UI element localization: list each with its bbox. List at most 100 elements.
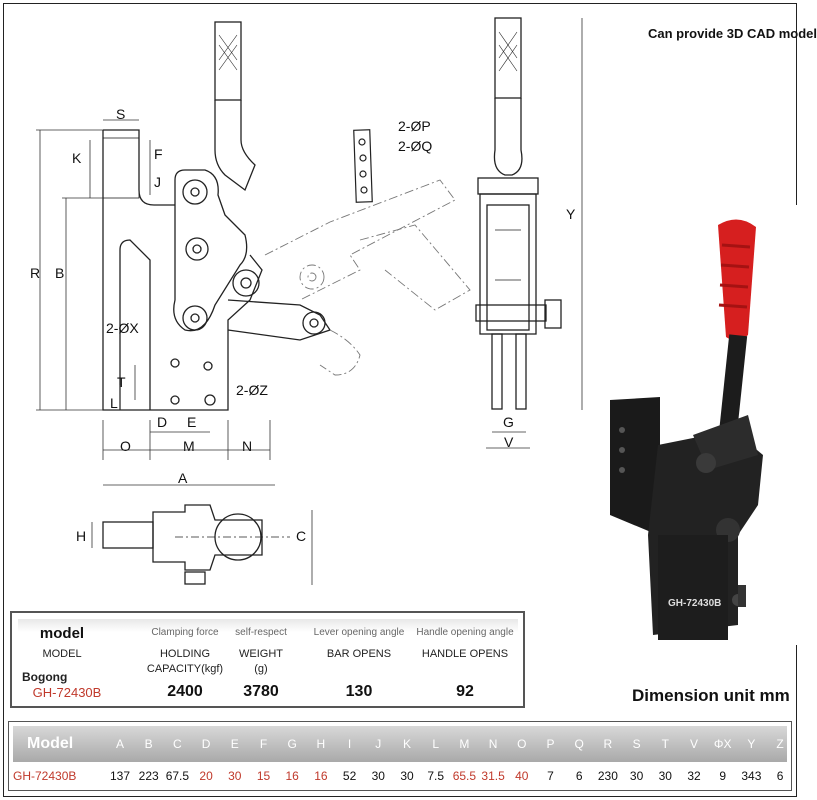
spec-bar-value: 130 — [345, 683, 373, 700]
dim-col-value: 30 — [400, 769, 414, 783]
cad-model-note: Can provide 3D CAD model — [648, 26, 817, 41]
dim-label-d: D — [157, 414, 168, 430]
dim-col-value: 52 — [342, 769, 357, 783]
dim-label-x: 2-ØX — [106, 320, 139, 336]
dim-col-value: 7.5 — [427, 769, 445, 783]
dim-col-value: 31.5 — [481, 769, 505, 783]
dim-col-value: 15 — [256, 769, 271, 783]
spec-weight-header-2: (g) — [254, 663, 268, 675]
spec-bar-title: Lever opening angle — [313, 627, 405, 638]
dim-col-value: 16 — [314, 769, 328, 783]
dim-col-value: 6 — [575, 769, 583, 783]
dimensions-model-header: Model — [27, 735, 74, 752]
dim-col-header: L — [432, 737, 440, 751]
dim-col-value: 32 — [687, 769, 701, 783]
dim-col-value: 9 — [719, 769, 727, 783]
dim-col-value: 30 — [228, 769, 242, 783]
spec-weight-header-1: WEIGHT — [239, 648, 283, 660]
dimensions-table: Model GH-72430B A B C D E F G H I J K L M N O P Q R S T V ΦX Y… — [8, 721, 792, 791]
dim-label-j: J — [154, 174, 161, 190]
dim-label-b: B — [55, 265, 65, 281]
dim-col-header: E — [230, 737, 239, 751]
dim-label-o: O — [120, 438, 131, 454]
dim-col-value: 7 — [547, 769, 554, 783]
dim-col-header: T — [661, 737, 669, 751]
dim-col-header: C — [173, 737, 182, 751]
dim-label-h: H — [76, 528, 87, 544]
dim-col-value: 230 — [597, 769, 618, 783]
dim-col-header: D — [201, 737, 211, 751]
dim-col-value: 343 — [741, 769, 762, 783]
dim-label-n: N — [242, 438, 253, 454]
technical-drawing — [36, 17, 583, 585]
dimensions-model-value: GH-72430B — [13, 769, 77, 783]
dim-col-header: G — [287, 737, 297, 751]
dim-label-g: G — [503, 414, 514, 430]
dim-col-header: I — [347, 737, 352, 751]
spec-bar-header: BAR OPENS — [326, 648, 392, 660]
dim-col-header: ΦX — [713, 737, 732, 751]
dim-col-value: 65.5 — [452, 769, 477, 783]
dim-col-header: Z — [776, 737, 784, 751]
dim-col-header: O — [517, 737, 527, 751]
dimension-unit-note: Dimension unit mm — [632, 686, 790, 705]
dim-col-header: V — [689, 737, 698, 751]
dim-col-value: 223 — [138, 769, 159, 783]
spec-weight-value: 3780 — [243, 683, 279, 700]
dim-col-header: K — [402, 737, 411, 751]
spec-brand: Bogong — [22, 670, 68, 684]
handle-grip — [214, 21, 242, 101]
dim-label-f: F — [154, 146, 163, 162]
dim-col-header: Y — [747, 737, 756, 751]
dim-col-value: 30 — [371, 769, 385, 783]
dim-col-value: 67.5 — [165, 769, 190, 783]
dim-col-header: M — [459, 737, 470, 751]
dim-label-c: C — [296, 528, 307, 544]
photo-model-tag: GH-72430B — [668, 598, 722, 609]
dim-col-header: A — [115, 737, 124, 751]
dim-col-header: R — [603, 737, 613, 751]
dim-label-q: 2-ØQ — [398, 138, 433, 154]
dim-col-value: 16 — [285, 769, 299, 783]
dim-label-m: M — [183, 438, 195, 454]
spec-table-top-strip — [18, 619, 518, 632]
dim-col-header: S — [632, 737, 641, 751]
dim-col-value: 30 — [658, 769, 672, 783]
dim-col-value: 20 — [199, 769, 213, 783]
spec-model-value: GH-72430B — [32, 685, 102, 700]
spec-weight-title: self-respect — [235, 627, 287, 638]
dim-label-e: E — [187, 414, 197, 430]
dim-label-s: S — [116, 106, 126, 122]
dim-col-header: P — [546, 737, 555, 751]
dim-label-p: 2-ØP — [398, 118, 431, 134]
dim-col-header: F — [259, 737, 268, 751]
dim-label-z: 2-ØZ — [236, 382, 268, 398]
dim-label-a: A — [178, 470, 188, 486]
dim-col-header: J — [375, 737, 382, 751]
dim-col-header: H — [316, 737, 326, 751]
dim-col-value: 137 — [109, 769, 131, 783]
dim-label-l: L — [110, 395, 118, 411]
dim-label-r: R — [30, 265, 41, 281]
spec-handle-title: Handle opening angle — [416, 627, 514, 638]
dim-col-header: Q — [574, 737, 584, 751]
spec-handle-header: HANDLE OPENS — [421, 648, 509, 660]
dim-col-value: 6 — [776, 769, 784, 783]
dim-col-header: B — [144, 737, 153, 751]
spec-handle-value: 92 — [456, 683, 474, 700]
dim-label-v: V — [504, 434, 514, 450]
dim-label-k: K — [72, 150, 82, 166]
product-photo — [598, 205, 798, 645]
spec-holding-title: Clamping force — [151, 627, 219, 638]
spec-table: model MODEL Bogong GH-72430B Clamping fo… — [10, 611, 525, 708]
spec-holding-value: 2400 — [167, 683, 203, 700]
dim-col-header: N — [488, 737, 498, 751]
dim-label-y: Y — [566, 206, 576, 222]
dim-col-value: 40 — [515, 769, 529, 783]
spec-holding-header-1: HOLDING — [159, 648, 211, 660]
spec-holding-header-2: CAPACITY(kgf) — [146, 663, 224, 675]
spec-model-header: MODEL — [42, 648, 82, 660]
dim-col-value: 30 — [629, 769, 644, 783]
dimensions-header-band — [13, 726, 787, 762]
spec-model-title: model — [39, 625, 85, 642]
